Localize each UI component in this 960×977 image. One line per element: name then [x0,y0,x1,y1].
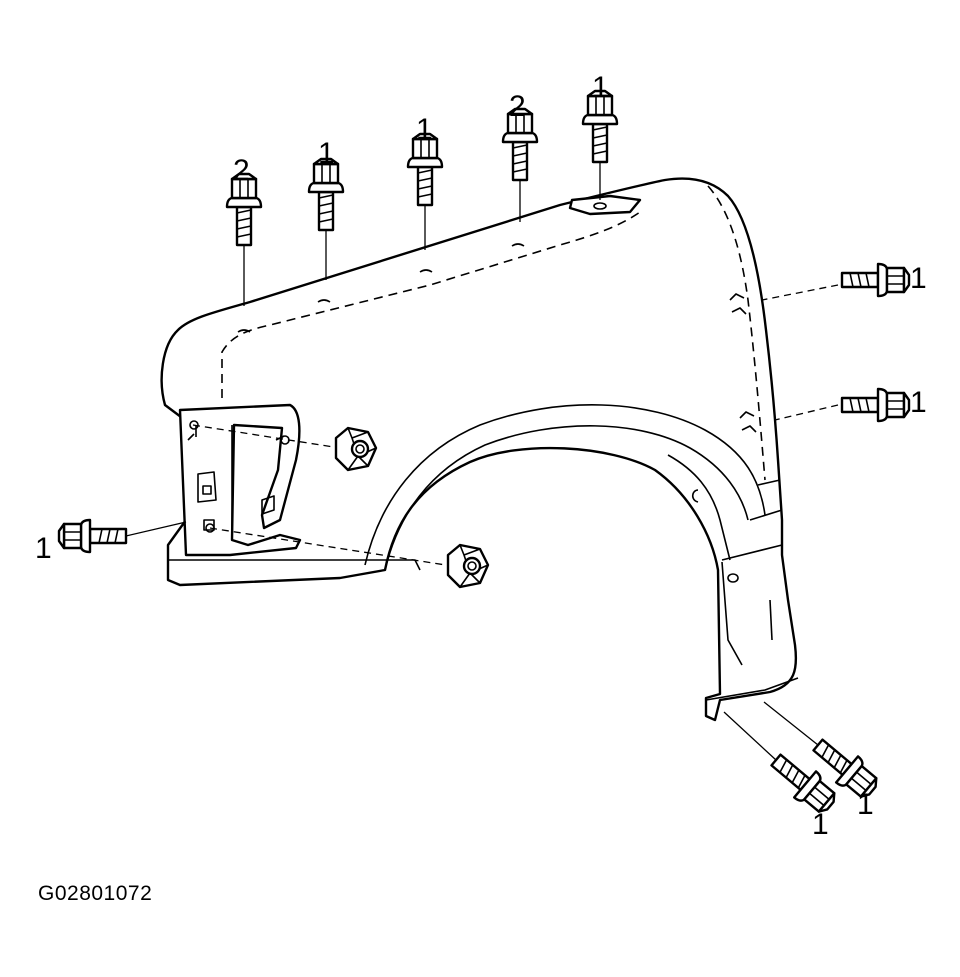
callout-bolt-rear-upper: 1 [910,262,927,295]
bolt-front [57,518,128,554]
callout-bolt-top-4: 2 [509,90,526,123]
clip-nut-lower [446,543,490,589]
callout-bolt-bottom-left: 1 [812,808,829,841]
clip-nut-upper [334,426,378,472]
leader-lines [125,162,839,761]
bolt-rear-lower [840,387,911,423]
figure-id: G02801072 [38,882,152,905]
callout-bolt-top-3: 1 [416,113,433,146]
bolt-rear-upper [840,262,911,298]
callout-bolt-top-1: 2 [233,154,250,187]
callout-bolt-top-5: 1 [592,71,609,104]
callout-bolt-rear-lower: 1 [910,386,927,419]
callout-bolt-front: 1 [35,532,52,565]
callout-bolt-bottom-right: 1 [857,788,874,821]
fender-panel [160,177,799,722]
callout-bolt-top-2: 1 [318,137,335,170]
